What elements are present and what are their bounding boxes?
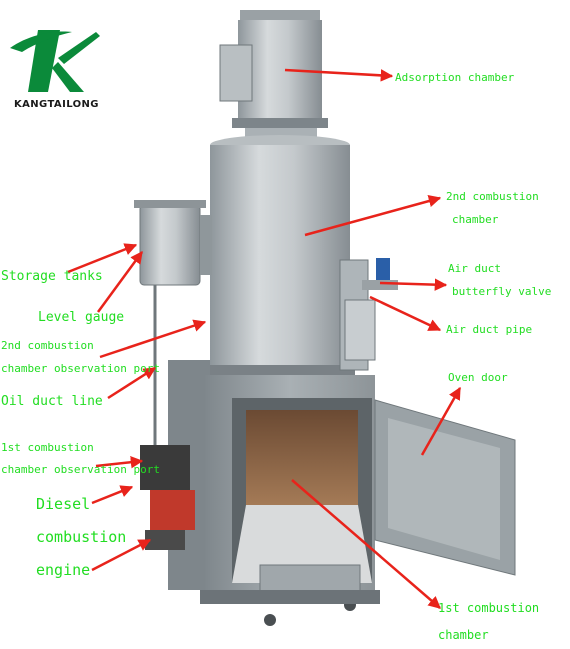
primary-chamber-body: [168, 360, 380, 626]
arrow-first-observation-port: [95, 456, 144, 469]
label-first-combustion-chamber-line1: 1st combustion: [438, 601, 540, 615]
arrow-storage-tanks: [67, 243, 138, 274]
label-air-duct-valve-line2: butterfly valve: [452, 285, 552, 298]
label-storage-tanks: Storage tanks: [1, 269, 103, 284]
oven-door-unit: [374, 399, 516, 576]
label-level-gauge: Level gauge: [38, 310, 125, 325]
label-air-duct-valve-line1: Air duct: [448, 262, 501, 275]
air-duct-unit: [339, 258, 398, 371]
adsorption-chamber-unit: [219, 10, 328, 142]
arrow-diesel-engine-bottom: [91, 538, 152, 572]
arrow-first-combustion-chamber: [291, 479, 441, 609]
label-first-observation-port-line1: 1st combustion: [1, 441, 94, 454]
arrow-oil-duct-line: [107, 366, 157, 400]
second-combustion-chamber-unit: [205, 135, 355, 377]
arrow-level-gauge: [96, 250, 144, 313]
callout-arrows: [67, 68, 462, 609]
label-second-combustion-chamber-line1: 2nd combustion: [446, 190, 539, 203]
label-second-combustion-chamber-line2: chamber: [452, 213, 499, 226]
arrow-air-duct-pipe: [369, 295, 442, 332]
label-adsorption-chamber: Adsorption chamber: [395, 71, 515, 84]
k-logo-icon: [10, 30, 100, 92]
brand-name: KANGTAILONG: [14, 99, 99, 110]
label-oil-duct-line: Oil duct line: [1, 394, 103, 409]
label-first-observation-port-line2: chamber observation port: [1, 463, 160, 476]
arrow-adsorption-chamber: [284, 68, 394, 82]
label-diesel-engine-line1: Diesel: [36, 495, 91, 513]
label-second-observation-port-line1: 2nd combustion: [1, 339, 94, 352]
arrow-diesel-engine-top: [91, 485, 134, 505]
arrow-second-combustion-chamber: [304, 194, 442, 237]
label-first-combustion-chamber-line2: chamber: [438, 628, 489, 642]
diesel-burner-unit: [140, 445, 195, 550]
label-diesel-engine-line2: combustion: [36, 528, 127, 546]
arrow-oven-door: [420, 386, 462, 456]
arrow-air-duct-valve: [379, 278, 448, 291]
label-air-duct-pipe: Air duct pipe: [446, 323, 533, 336]
arrow-second-observation-port: [99, 319, 207, 359]
label-diesel-engine-line3: engine: [36, 561, 91, 579]
storage-tank-unit: [134, 200, 212, 470]
label-oven-door: Oven door: [448, 371, 508, 384]
label-second-observation-port-line2: chamber observation port: [1, 362, 160, 375]
